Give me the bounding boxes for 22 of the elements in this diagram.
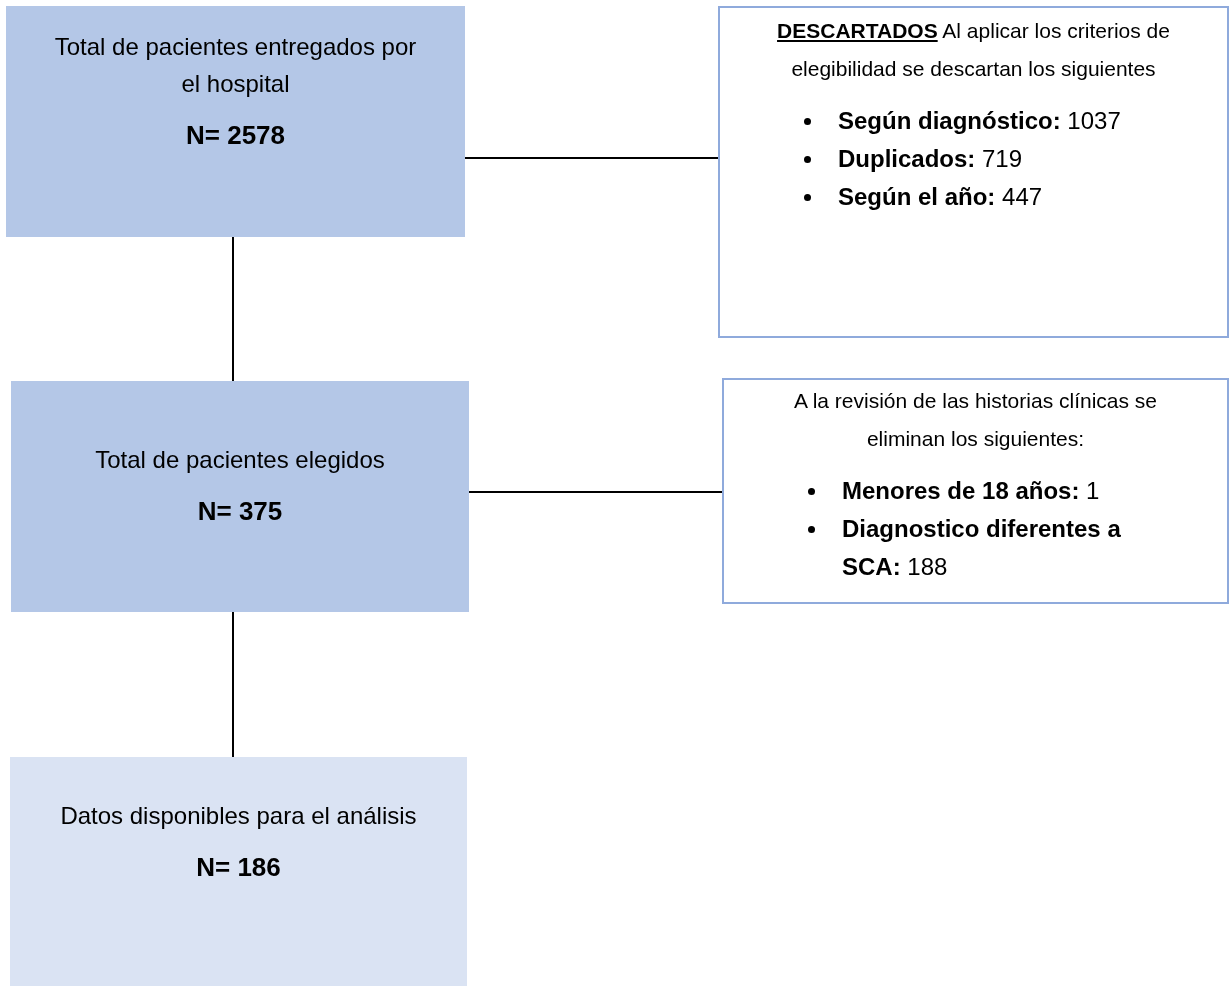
process-box bbox=[6, 6, 465, 237]
note-box bbox=[722, 378, 1229, 604]
box-title: Total de pacientes entregados por el hospital bbox=[53, 32, 418, 99]
connector-line bbox=[464, 157, 719, 159]
list-item: Según diagnóstico: 1037 bbox=[838, 106, 1121, 136]
count-text: N= 375 bbox=[197, 496, 283, 527]
connector-line bbox=[232, 236, 234, 382]
list-item: Según el año: 447 bbox=[838, 182, 1043, 212]
box-title: Total de pacientes elegidos bbox=[94, 445, 386, 475]
note-text: DESCARTADOS Al aplicar los criterios de elegibilidad se descartan los siguientes bbox=[776, 18, 1171, 82]
count-text: N= 186 bbox=[196, 852, 281, 883]
list-item: Duplicados: 719 bbox=[838, 144, 1023, 174]
connector-line bbox=[232, 611, 234, 758]
box-title: Datos disponibles para el análisis bbox=[59, 801, 418, 831]
note-text: A la revisión de las historias clínicas se eliminan los siguientes: bbox=[793, 388, 1158, 452]
process-box bbox=[10, 757, 467, 986]
count-text: N= 2578 bbox=[186, 120, 285, 151]
process-box bbox=[11, 381, 469, 612]
list-item: Diagnostico diferentes a SCA: 188 bbox=[842, 514, 1122, 582]
connector-line bbox=[468, 491, 723, 493]
note-box bbox=[718, 6, 1229, 338]
list-item: Menores de 18 años: 1 bbox=[842, 476, 1100, 506]
